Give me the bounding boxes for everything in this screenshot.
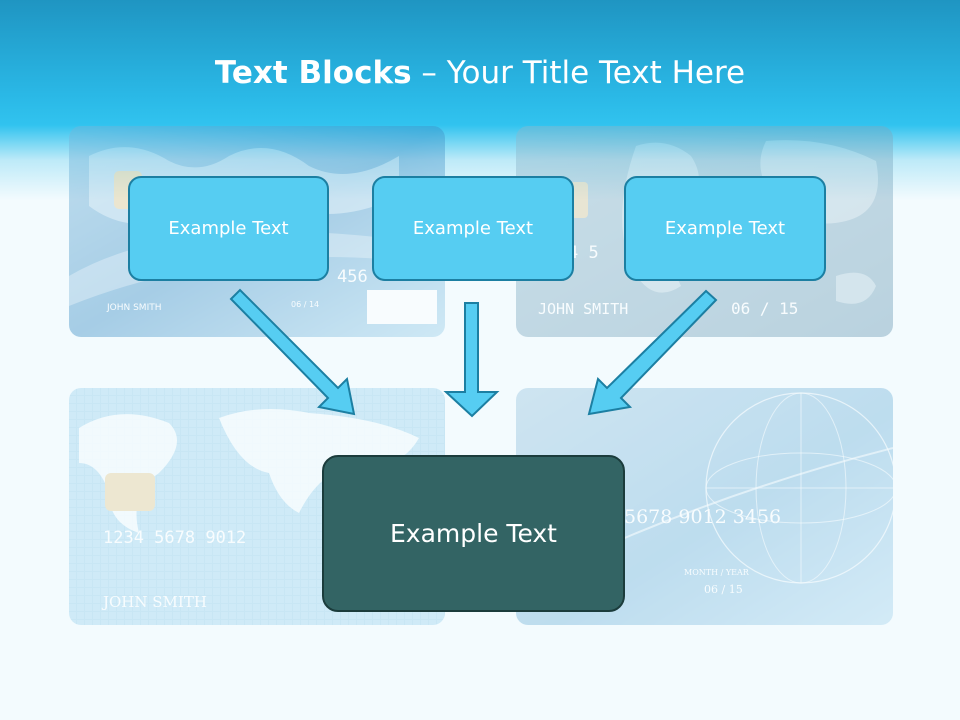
text-block-label: Example Text [664, 218, 786, 239]
text-block-label: Example Text [168, 218, 289, 239]
title-rest: – Your Title Text Here [411, 55, 746, 91]
card-expiry: 06 / 15 [731, 299, 798, 318]
card-holder-name: JOHN SMITH [106, 303, 162, 313]
card-holder-name: JOHN SMITH [101, 593, 207, 611]
globe-graphic [705, 392, 893, 584]
card-expiry: 06 / 14 [291, 300, 319, 309]
card-number-fragment: 4 5 [568, 243, 599, 263]
arrow-down-icon [443, 302, 500, 418]
slide-title: Text Blocks – Your Title Text Here [0, 55, 960, 91]
chip-icon [105, 473, 155, 511]
text-block-right[interactable]: Example Text [624, 176, 826, 281]
card-number: 5678 9012 3456 [624, 506, 781, 528]
main-text-block-label: Example Text [390, 519, 557, 548]
card-number: 1234 5678 9012 [103, 528, 246, 548]
card-holder-name: JOHN SMITH [538, 300, 628, 318]
card-white-panel [367, 290, 437, 324]
text-block-label: Example Text [412, 218, 534, 239]
card-number-fragment: 456 [337, 267, 368, 287]
card-expiry-label: MONTH / YEAR [684, 568, 750, 577]
main-text-block[interactable]: Example Text [322, 455, 625, 612]
title-bold: Text Blocks [214, 55, 412, 91]
text-block-center[interactable]: Example Text [372, 176, 574, 281]
text-block-left[interactable]: Example Text [128, 176, 329, 281]
card-expiry: 06 / 15 [704, 583, 743, 596]
